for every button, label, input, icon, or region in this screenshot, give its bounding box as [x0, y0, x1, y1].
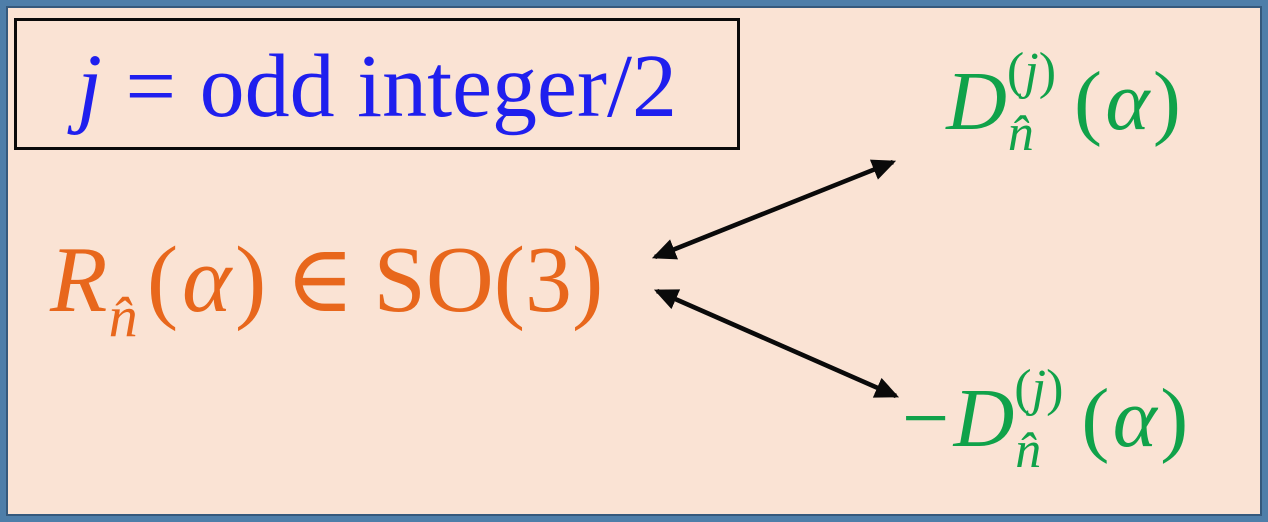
axis-subscript: n̂	[1007, 105, 1034, 163]
angle-argument: α	[1105, 55, 1150, 148]
sup-variable: j	[1024, 42, 1039, 100]
group-label: SO(3)	[373, 228, 604, 332]
angle-argument: α	[181, 228, 232, 332]
open-paren: (	[1074, 55, 1103, 148]
spin-superscript: (j)	[1006, 42, 1057, 100]
sup-close-paren: )	[1046, 359, 1064, 417]
upper-representation: D(j)n̂(α)	[942, 45, 1181, 160]
sup-close-paren: )	[1038, 42, 1057, 100]
representation-symbol: D	[953, 372, 1015, 465]
rotation-scripts: n̂	[107, 287, 146, 346]
close-paren: )	[1152, 55, 1181, 148]
open-paren: (	[1081, 372, 1110, 465]
sup-variable: j	[1031, 359, 1047, 417]
minus-sign: −	[902, 372, 950, 465]
condition-box: j = odd integer/2	[14, 18, 740, 150]
close-paren: )	[1160, 372, 1189, 465]
axis-subscript: n̂	[108, 284, 138, 350]
lower-representation: −D(j)n̂(α)	[902, 362, 1188, 477]
representation-symbol: D	[946, 55, 1007, 148]
open-paren: (	[146, 228, 179, 332]
spin-superscript: (j)	[1014, 359, 1064, 417]
sup-open-paren: (	[1006, 42, 1025, 100]
sup-open-paren: (	[1014, 359, 1032, 417]
condition-variable: j	[77, 37, 103, 136]
element-of-symbol: ∈	[285, 228, 355, 332]
condition-equals: =	[125, 37, 177, 136]
representation-scripts: (j)n̂	[1014, 362, 1081, 477]
angle-argument: α	[1112, 372, 1157, 465]
condition-value: odd integer/2	[199, 37, 677, 136]
rotation-symbol: R	[50, 228, 108, 332]
axis-subscript: n̂	[1015, 422, 1042, 480]
representation-scripts: (j)n̂	[1007, 45, 1074, 160]
close-paren: )	[235, 228, 267, 332]
